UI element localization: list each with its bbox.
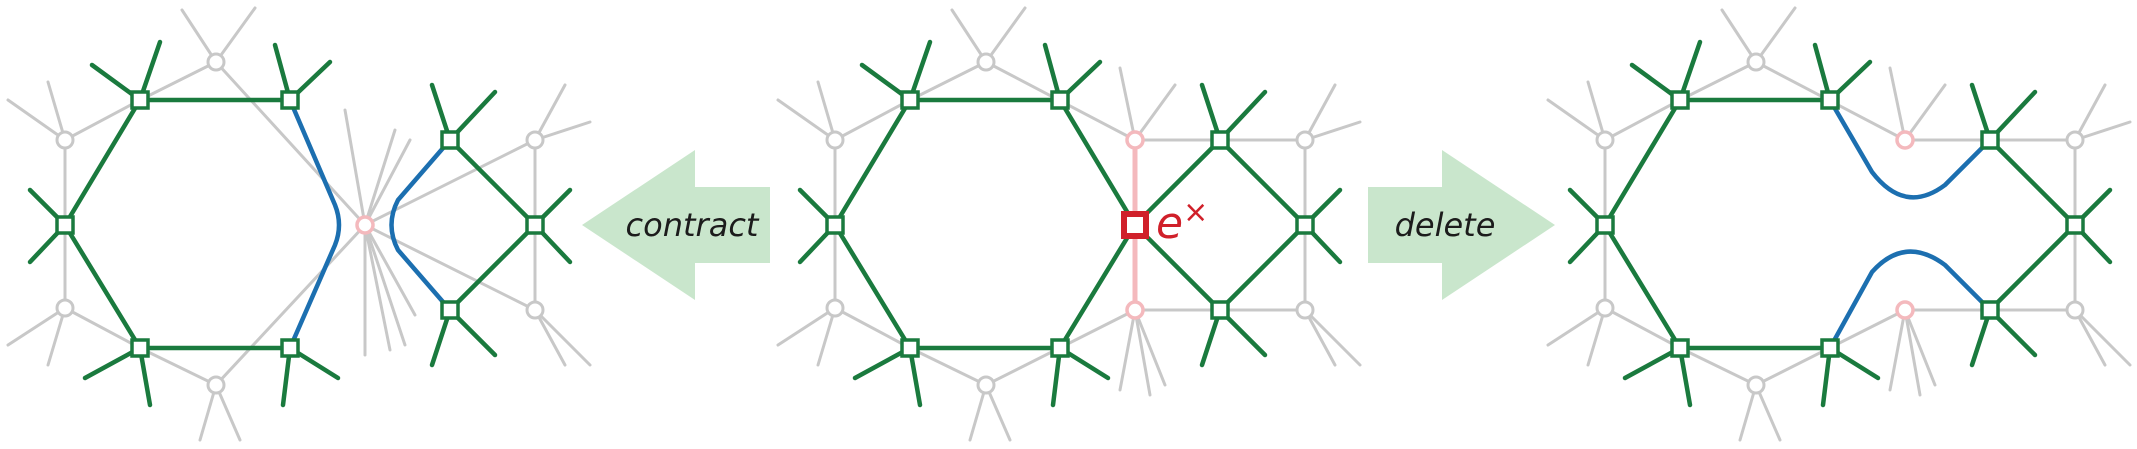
edge-label: e× — [1156, 195, 1208, 249]
dual-vertices — [825, 52, 1315, 395]
primal-vertices — [55, 90, 545, 358]
left-arrow-icon — [582, 150, 770, 300]
right-arrow-icon — [1368, 150, 1555, 300]
delete-label: delete — [1395, 206, 1496, 244]
merged-edges — [1827, 97, 1993, 351]
contracted-vertex — [355, 215, 375, 235]
merged-edges — [287, 97, 453, 351]
dual-vertices — [55, 52, 545, 395]
primal-vertices — [1595, 90, 2085, 358]
dual-endpoints-of-e — [1895, 130, 1915, 320]
panel-deleted — [1546, 6, 2132, 442]
contract-arrow: contract — [582, 150, 770, 300]
panel-original: e× — [776, 6, 1362, 442]
contract-label: contract — [626, 206, 760, 244]
delete-arrow: delete — [1368, 150, 1555, 300]
selected-edge-e — [1121, 211, 1149, 239]
primal-edges — [797, 39, 1343, 408]
dual-vertices — [1595, 52, 2085, 395]
primal-edges — [27, 39, 573, 408]
dual-endpoints-of-e — [1125, 130, 1145, 320]
dual-edges — [776, 6, 1362, 442]
dual-edges — [6, 6, 592, 442]
panel-contracted — [6, 6, 592, 442]
dual-edges — [1546, 6, 2132, 442]
primal-vertices — [825, 90, 1315, 358]
primal-edges — [1567, 39, 2113, 408]
